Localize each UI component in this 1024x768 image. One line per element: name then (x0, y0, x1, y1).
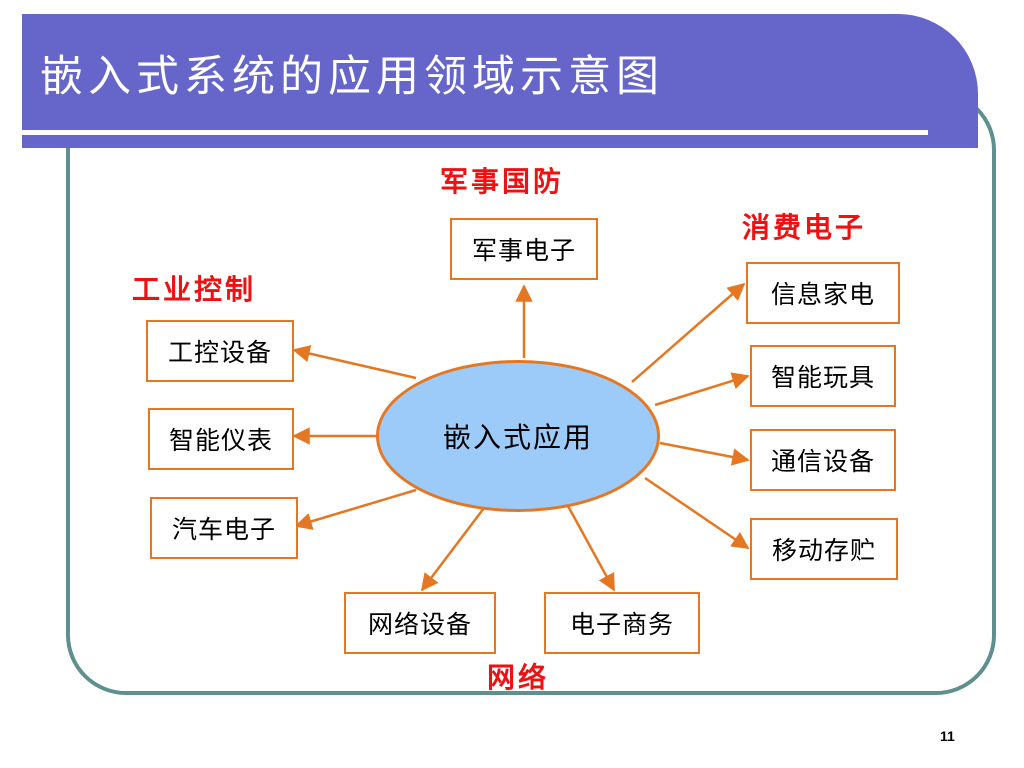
box-ecommerce: 电子商务 (544, 592, 700, 654)
box-mobile-storage: 移动存贮 (750, 518, 898, 580)
box-military-electronics: 军事电子 (450, 218, 598, 280)
category-network: 网络 (487, 661, 550, 694)
category-military: 军事国防 (440, 165, 565, 198)
box-smart-instruments: 智能仪表 (148, 408, 294, 470)
title-underline (22, 130, 928, 135)
hub-embedded-applications: 嵌入式应用 (376, 360, 660, 512)
box-industrial-equipment: 工控设备 (146, 320, 294, 382)
arrow-to-smart-toys (654, 372, 750, 407)
arrow-to-industrial-equipment (292, 344, 417, 380)
box-comm-equipment: 通信设备 (750, 429, 896, 491)
box-appliances: 信息家电 (746, 262, 900, 324)
box-network-equipment: 网络设备 (344, 592, 496, 654)
category-industrial: 工业控制 (132, 273, 257, 306)
box-auto-electronics: 汽车电子 (150, 497, 298, 559)
page-number: 11 (940, 728, 955, 744)
arrow-to-appliances (631, 282, 746, 383)
arrow-to-ecommerce (566, 505, 616, 592)
arrow-to-auto-electronics (294, 488, 417, 530)
arrow-to-mobile-storage (644, 476, 750, 550)
arrow-to-network-equipment (420, 507, 485, 592)
box-smart-toys: 智能玩具 (750, 345, 896, 407)
category-consumer: 消费电子 (742, 211, 867, 244)
slide-title: 嵌入式系统的应用领域示意图 (40, 52, 664, 102)
title-bar (22, 14, 978, 148)
arrow-to-comm-equipment (659, 441, 750, 466)
